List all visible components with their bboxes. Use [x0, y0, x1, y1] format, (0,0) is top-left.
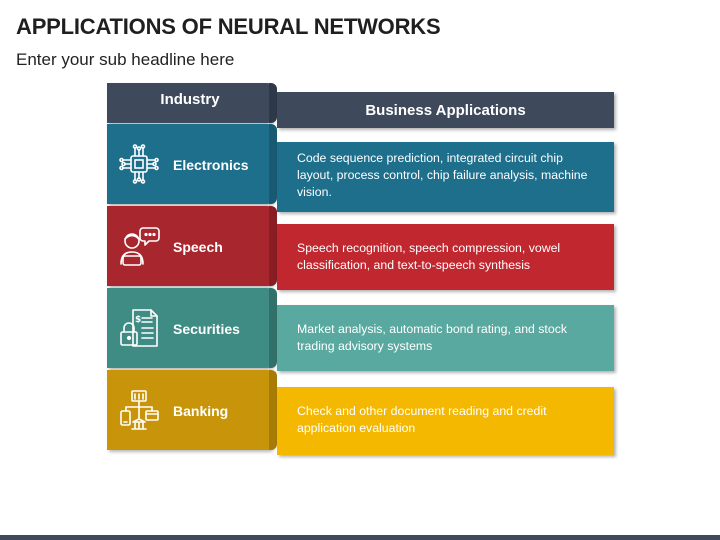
banking-network-icon: [117, 388, 161, 432]
footer-bar: [0, 535, 720, 540]
row-speech-tab: Speech: [107, 206, 277, 286]
speaking-person-icon: [117, 224, 161, 268]
row-securities-tab: $ Securities: [107, 288, 277, 368]
industry-header: Industry: [107, 83, 277, 123]
row-securities-description: Market analysis, automatic bond rating, …: [297, 322, 567, 353]
svg-text:$: $: [135, 315, 141, 325]
circuit-chip-icon: [117, 142, 161, 186]
industry-header-label: Industry: [160, 91, 220, 108]
business-applications-header: Business Applications: [277, 92, 614, 128]
secure-document-icon: $: [117, 306, 161, 350]
row-banking-tab: Banking: [107, 370, 277, 450]
row-electronics-box: Code sequence prediction, integrated cir…: [277, 142, 614, 212]
row-speech-box: Speech recognition, speech compression, …: [277, 224, 614, 290]
row-electronics-tab: Electronics: [107, 124, 277, 204]
row-speech-description: Speech recognition, speech compression, …: [297, 241, 561, 272]
business-applications-header-label: Business Applications: [365, 102, 526, 119]
page-title: APPLICATIONS OF NEURAL NETWORKS: [16, 14, 441, 39]
row-banking-description: Check and other document reading and cre…: [297, 404, 547, 435]
row-speech-label: Speech: [173, 239, 223, 255]
row-electronics-label: Electronics: [173, 157, 249, 173]
row-banking-box: Check and other document reading and cre…: [277, 387, 614, 455]
page-subtitle: Enter your sub headline here: [16, 50, 235, 69]
row-banking-label: Banking: [173, 403, 229, 419]
row-securities-label: Securities: [173, 321, 240, 337]
row-electronics-description: Code sequence prediction, integrated cir…: [297, 151, 588, 199]
row-securities-box: Market analysis, automatic bond rating, …: [277, 305, 614, 371]
